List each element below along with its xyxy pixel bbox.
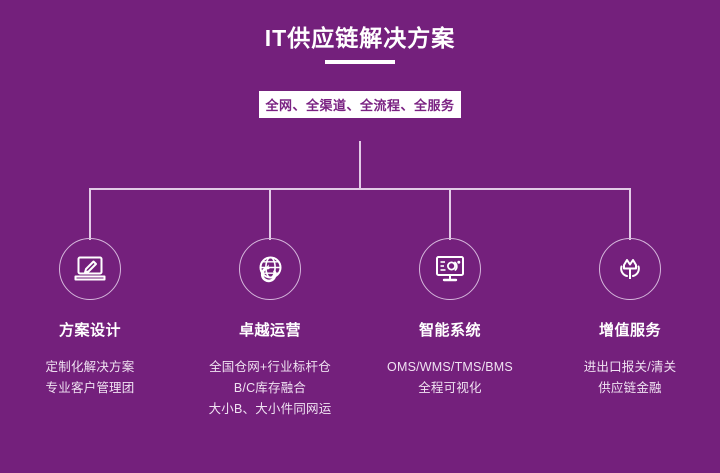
connector-horizontal-bar — [89, 188, 631, 190]
connector-stem — [359, 141, 361, 189]
column-operations[interactable]: 卓越运营 全国仓网+行业标杆仓 B/C库存融合 大小B、大小件同网运 — [180, 238, 360, 420]
connector-drop-1 — [89, 188, 91, 240]
globe-arrow-icon — [254, 253, 286, 285]
column-line: OMS/WMS/TMS/BMS — [387, 360, 513, 374]
column-lines: OMS/WMS/TMS/BMS 全程可视化 — [360, 357, 540, 399]
page-title: IT供应链解决方案 — [264, 25, 456, 51]
title-underline-rule — [325, 60, 395, 64]
column-intelligent-system[interactable]: 智能系统 OMS/WMS/TMS/BMS 全程可视化 — [360, 238, 540, 399]
icon-circle — [239, 238, 301, 300]
column-line: 定制化解决方案 — [45, 360, 135, 374]
icon-circle — [59, 238, 121, 300]
monitor-chart-icon — [433, 254, 467, 284]
column-lines: 全国仓网+行业标杆仓 B/C库存融合 大小B、大小件同网运 — [180, 357, 360, 420]
icon-circle — [419, 238, 481, 300]
column-title: 智能系统 — [418, 322, 481, 339]
connector-drop-4 — [629, 188, 631, 240]
column-line: 供应链金融 — [598, 381, 662, 395]
column-lines: 进出口报关/清关 供应链金融 — [540, 357, 720, 399]
connector-drop-2 — [269, 188, 271, 240]
column-line: 全程可视化 — [418, 381, 482, 395]
laptop-pen-icon — [73, 254, 107, 284]
subtitle-pill: 全网、全渠道、全流程、全服务 — [259, 91, 461, 118]
column-line: 大小B、大小件同网运 — [208, 402, 332, 416]
hands-crown-icon — [614, 253, 646, 285]
column-line: 进出口报关/清关 — [583, 360, 677, 374]
column-solution-design[interactable]: 方案设计 定制化解决方案 专业客户管理团 — [0, 238, 180, 399]
connector-drop-3 — [449, 188, 451, 240]
column-lines: 定制化解决方案 专业客户管理团 — [0, 357, 180, 399]
column-title: 增值服务 — [598, 322, 661, 339]
column-value-added-services[interactable]: 增值服务 进出口报关/清关 供应链金融 — [540, 238, 720, 399]
subtitle-pill-label: 全网、全渠道、全流程、全服务 — [265, 98, 455, 113]
icon-circle — [599, 238, 661, 300]
column-line: 全国仓网+行业标杆仓 — [209, 360, 331, 374]
column-line: 专业客户管理团 — [45, 381, 135, 395]
column-title: 卓越运营 — [238, 322, 301, 339]
column-title: 方案设计 — [58, 322, 121, 339]
column-line: B/C库存融合 — [233, 381, 307, 395]
